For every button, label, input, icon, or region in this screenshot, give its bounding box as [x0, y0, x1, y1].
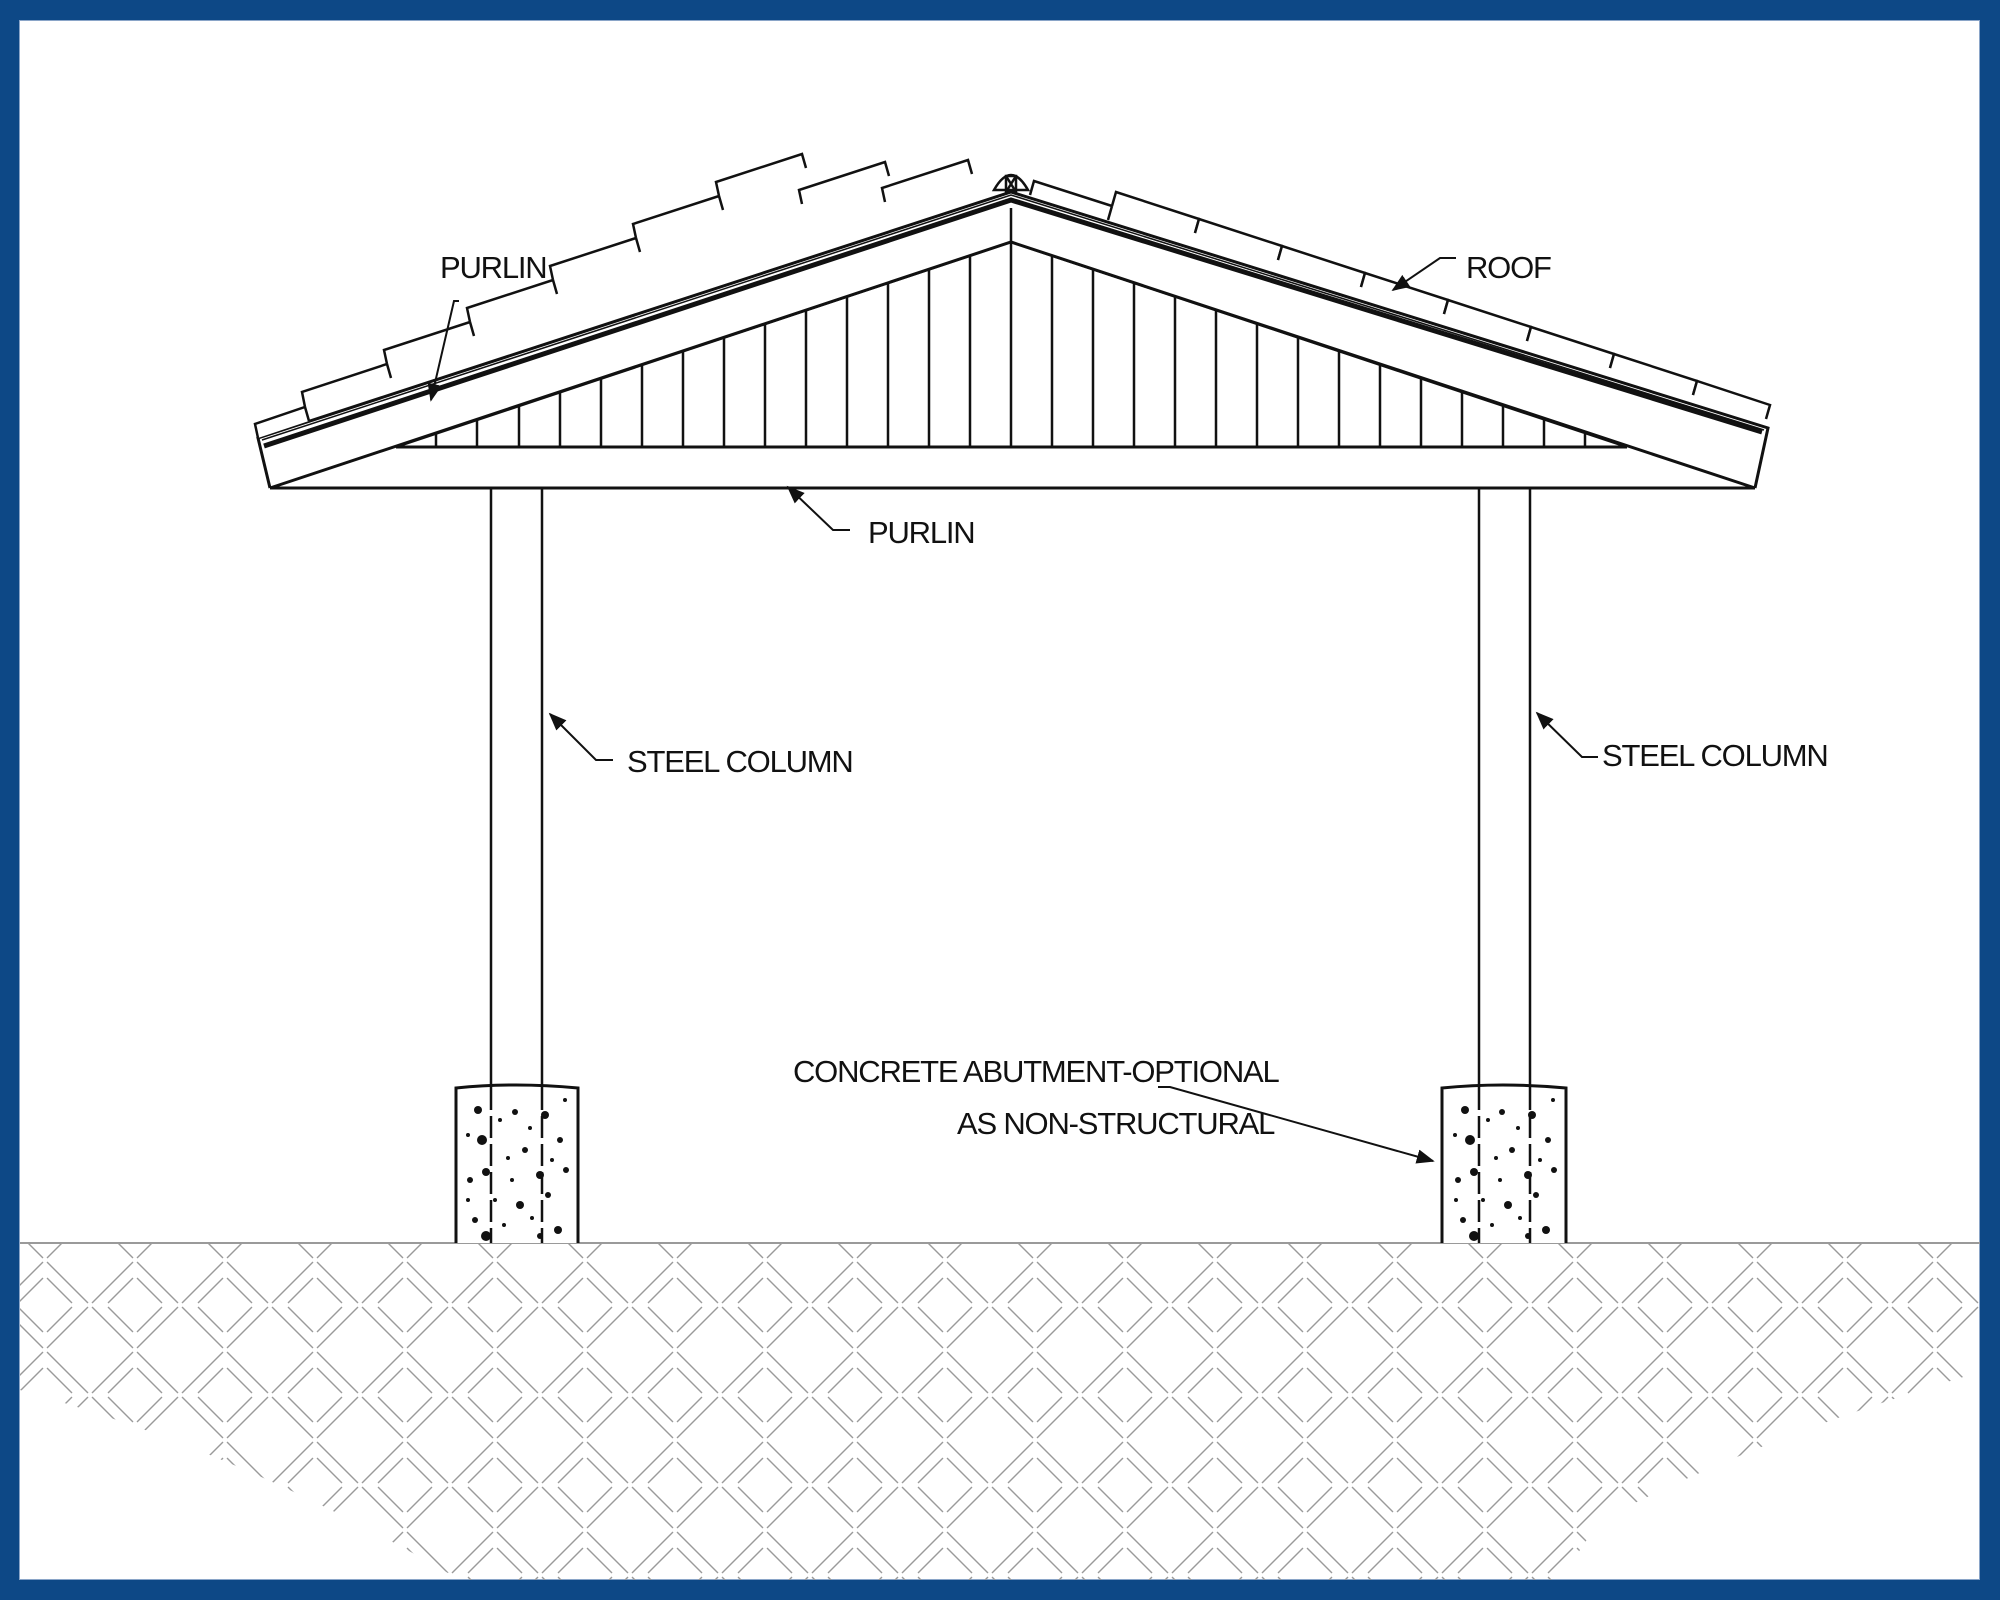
label-abutment-line1: CONCRETE ABUTMENT-OPTIONAL: [793, 1054, 1280, 1089]
concrete-speckles: [466, 1098, 1557, 1241]
ground-hatch: [20, 1242, 1980, 1580]
label-steel-column-right: STEEL COLUMN: [1602, 738, 1829, 773]
label-abutment-line2: AS NON-STRUCTURAL: [957, 1106, 1275, 1141]
leader-purlin-beam: [786, 485, 850, 531]
label-purlin-beam: PURLIN: [868, 515, 976, 550]
leader-steel-column-right: [1535, 711, 1598, 758]
leader-purlin-top: [427, 300, 459, 402]
leader-concrete-abutment: [1158, 1086, 1435, 1164]
leader-roof: [1391, 257, 1456, 292]
label-purlin-top: PURLIN: [440, 250, 548, 285]
label-roof: ROOF: [1466, 250, 1552, 285]
steel-column-left: [489, 488, 544, 1243]
purlin-beam: [270, 445, 1755, 490]
label-steel-column-left: STEEL COLUMN: [627, 744, 854, 779]
leader-steel-column-left: [548, 712, 613, 761]
concrete-abutment-left: [454, 1083, 580, 1243]
roof-tiles: [253, 152, 1772, 439]
ridge-cap: [991, 173, 1031, 194]
concrete-abutment-right: [1440, 1083, 1568, 1243]
steel-column-right: [1477, 488, 1532, 1243]
